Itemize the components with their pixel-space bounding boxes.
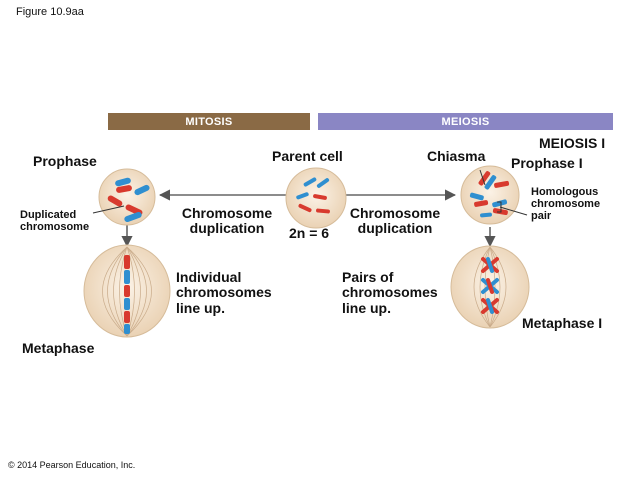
parent-cell-label: Parent cell [272, 148, 343, 164]
copyright-notice: © 2014 Pearson Education, Inc. [8, 460, 136, 470]
mitosis-metaphase-cell [83, 244, 171, 338]
chiasma-label: Chiasma [427, 148, 486, 164]
figure-label: Figure 10.9aa [16, 6, 84, 18]
meiosis-prophase-cell [460, 165, 520, 225]
parent-cell [285, 167, 347, 229]
individual-line-up-label: Individual chromosomes line up. [176, 269, 272, 316]
duplicated-chromosome-leader [92, 205, 125, 214]
ploidy-label: 2n = 6 [289, 225, 330, 241]
meiosis-metaphase-cell [450, 245, 530, 329]
duplicated-chromosome-label: Duplicated chromosome [20, 209, 90, 234]
chiasma-leader [479, 169, 486, 186]
chromosome-duplication-left-label: Chromosome duplication [181, 205, 273, 237]
prophase-i-label: Prophase I [511, 155, 583, 171]
prophase-label: Prophase [33, 153, 97, 169]
mitosis-prophase-cell [98, 168, 156, 226]
homologous-pair-label: Homologous chromosome pair [531, 186, 601, 223]
meiosis-header-bar: MEIOSIS [318, 113, 613, 130]
homologous-pair-leader [499, 206, 528, 216]
meiosis-i-label: MEIOSIS I [539, 135, 606, 151]
mitosis-header-bar: MITOSIS [108, 113, 310, 130]
chromosome-duplication-right-label: Chromosome duplication [349, 205, 441, 237]
pairs-line-up-label: Pairs of chromosomes line up. [342, 269, 438, 316]
metaphase-i-label: Metaphase I [522, 315, 603, 331]
homologous-pair-bracket [497, 201, 502, 213]
metaphase-label: Metaphase [22, 340, 95, 356]
